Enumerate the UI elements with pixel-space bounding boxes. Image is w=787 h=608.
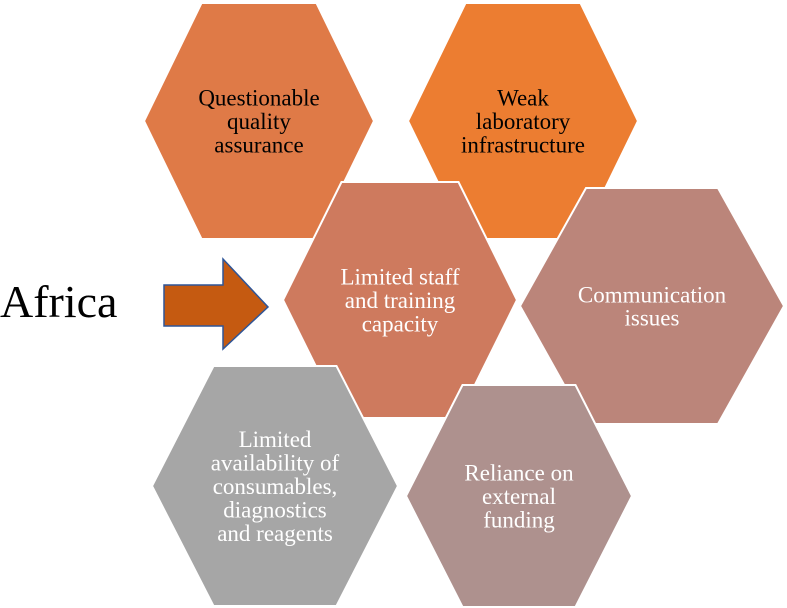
hexagon-label-line: Reliance on: [464, 461, 574, 486]
hexagon-label-line: capacity: [362, 311, 439, 336]
hexagon-label-line: funding: [483, 507, 555, 532]
hexagon-label-line: laboratory: [476, 109, 571, 134]
hexagon-label-line: issues: [625, 306, 680, 331]
hexagon-label-line: diagnostics: [223, 497, 327, 522]
right-arrow-icon: [163, 257, 270, 351]
hexagon-label-line: Limited: [239, 427, 312, 452]
hexagon-shape: [404, 384, 634, 608]
hexagon-label-line: and training: [345, 288, 456, 313]
hexagon-shape: [150, 365, 400, 607]
hexagon-label-line: Weak: [497, 86, 549, 111]
hexagon-label-line: assurance: [214, 132, 303, 157]
hexagon-shape: [142, 2, 376, 240]
hexagon-label-line: infrastructure: [461, 132, 585, 157]
hexagon-label-line: Questionable: [198, 86, 319, 111]
africa-label: Africa: [0, 276, 117, 327]
hexagon-label-line: Limited staff: [340, 265, 459, 290]
hexagon-label-line: external: [482, 484, 556, 509]
hexagon-label-line: consumables,: [213, 474, 338, 499]
hexagon-group: QuestionablequalityassuranceWeaklaborato…: [142, 2, 786, 608]
hexagon-label-line: availability of: [211, 451, 340, 476]
hexagon-label-line: quality: [227, 109, 291, 134]
hexagon-label-line: Communication: [578, 282, 727, 307]
hexagon-label-line: and reagents: [217, 521, 333, 546]
